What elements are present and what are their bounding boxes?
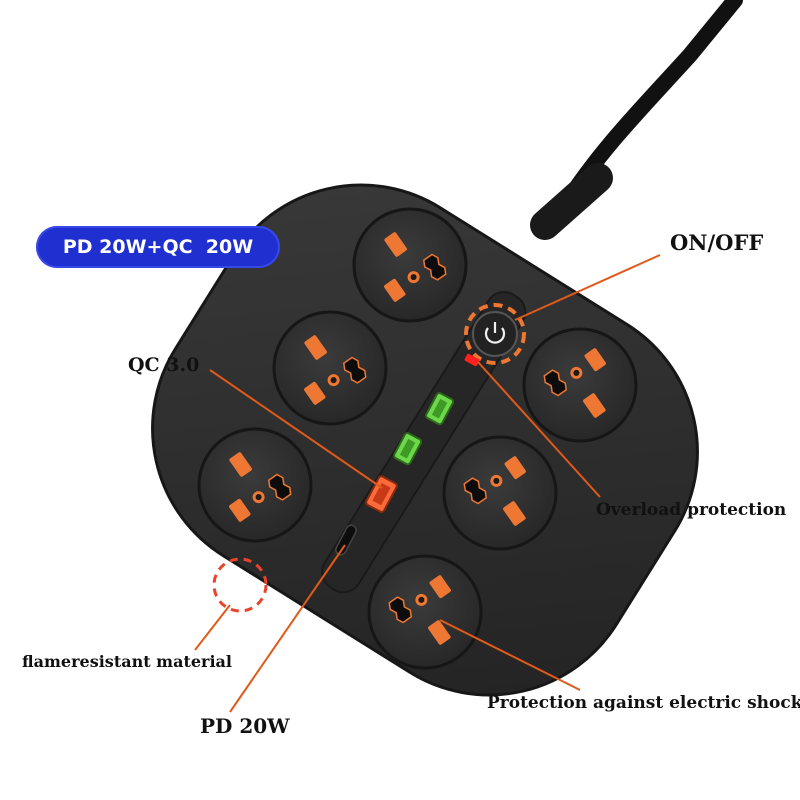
strip-body: [151, 183, 699, 697]
power-button-ring: [464, 303, 526, 365]
usb-panel: [321, 291, 527, 594]
power-button: [472, 311, 518, 357]
socket-6: [367, 554, 483, 670]
power-icon: [484, 327, 506, 344]
flame-resistant-marker: [212, 557, 268, 613]
overload-protection-label: Overload protection: [596, 500, 787, 520]
qc-label: QC 3.0: [128, 354, 200, 376]
cable-strain-relief: [530, 163, 613, 240]
socket-5: [442, 435, 558, 551]
socket-3: [197, 427, 313, 543]
sockets: [197, 207, 638, 670]
overload-indicator-light: [464, 353, 480, 367]
flame-resistant-label: flameresistant material: [22, 652, 232, 671]
socket-4: [522, 327, 638, 443]
socket-2: [272, 310, 388, 426]
socket-1: [352, 207, 468, 323]
pd-label: PD 20W: [200, 714, 290, 738]
shock-protection-label: Protection against electric shock: [487, 693, 800, 713]
on-off-label: ON/OFF: [670, 230, 764, 255]
callout-lines: [194, 254, 661, 713]
pd-qc-badge: PD 20W+QC 20W: [36, 226, 280, 268]
